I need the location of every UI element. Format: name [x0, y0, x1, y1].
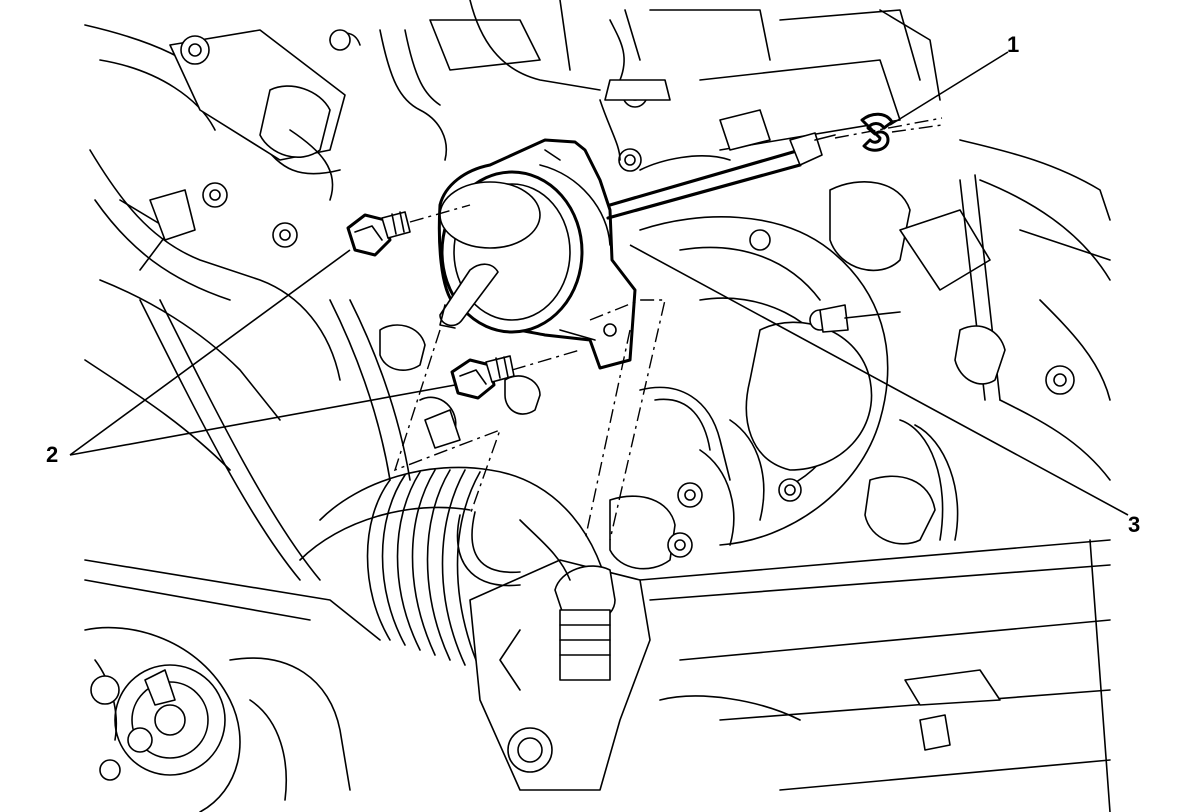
- leader-3: [629, 244, 1129, 516]
- callout-leaders: [69, 51, 1129, 516]
- leader-2b: [69, 384, 456, 456]
- callout-1: 1: [1007, 32, 1019, 57]
- vacuum-actuator: [437, 132, 836, 370]
- callout-2: 2: [46, 442, 58, 467]
- leader-2a: [69, 249, 351, 456]
- engine-bay-background: [84, 0, 1111, 812]
- bolt-upper: [346, 211, 411, 257]
- callout-labels: 1 2 3: [46, 32, 1140, 537]
- bolt-lower: [450, 355, 515, 400]
- corrugated-duct: [299, 466, 612, 721]
- leader-1: [889, 51, 1009, 126]
- callout-3: 3: [1128, 512, 1140, 537]
- retaining-clip: [860, 112, 894, 152]
- installation-guide-lines: [393, 117, 943, 541]
